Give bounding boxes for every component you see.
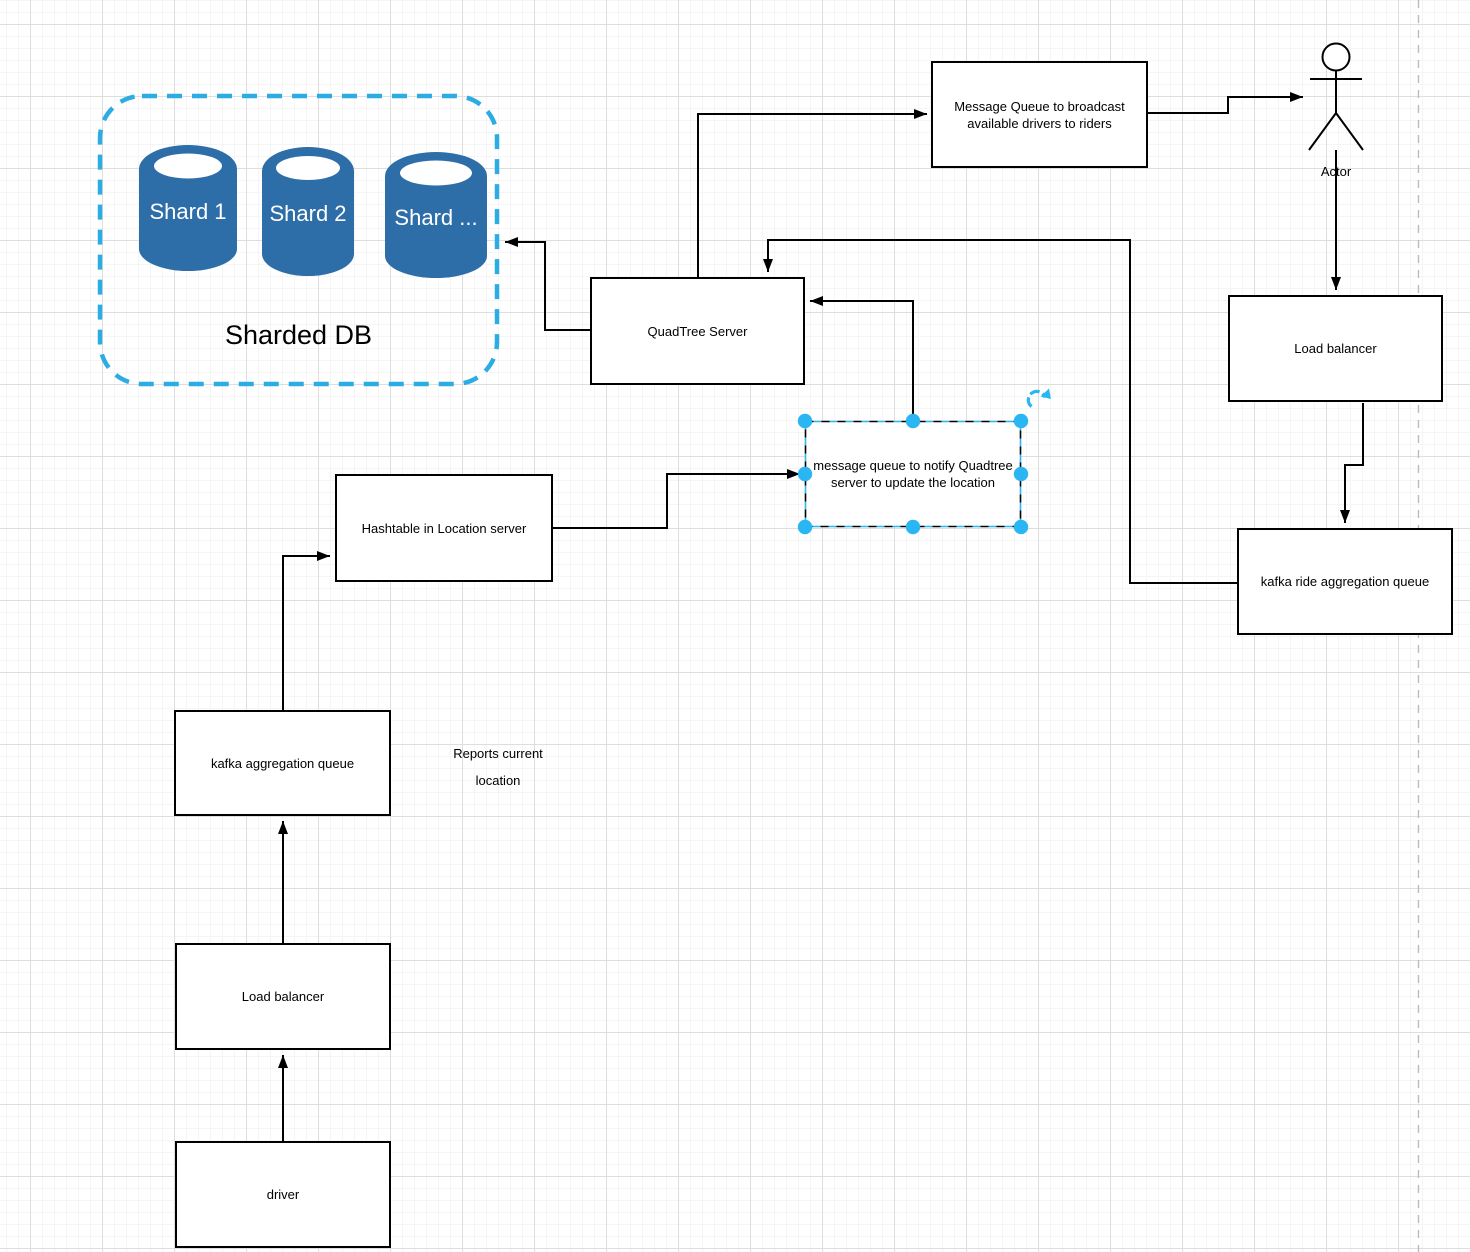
selection-handle[interactable] — [1013, 466, 1029, 482]
edge-load-balancer-right-to-kafka-ride-queue[interactable] — [1340, 403, 1364, 523]
edge-kafka-ride-queue-to-quadtree[interactable] — [763, 239, 1237, 584]
reports-current-location-label: Reports current location — [453, 746, 543, 788]
node-load-balancer-left[interactable]: Load balancer — [175, 943, 391, 1050]
node-quadtree-server-label: QuadTree Server — [647, 323, 748, 339]
rotate-handle-icon[interactable] — [1026, 388, 1051, 408]
shard-1-cylinder[interactable] — [139, 145, 237, 271]
edge-broadcast-queue-to-actor[interactable] — [1148, 92, 1303, 114]
selection-handle[interactable] — [905, 519, 921, 535]
shard-2-cylinder[interactable] — [262, 147, 354, 276]
selection-handle[interactable] — [797, 413, 813, 429]
shard-1-label: Shard 1 — [149, 199, 227, 224]
sharded-db-container[interactable] — [97, 93, 500, 387]
actor-figure[interactable] — [1308, 42, 1364, 151]
node-kafka-ride-aggregation-queue[interactable]: kafka ride aggregation queue — [1237, 528, 1453, 635]
edge-hashtable-to-notify-queue[interactable] — [553, 469, 800, 529]
shard-etc-cylinder[interactable] — [385, 152, 487, 278]
selection-handle[interactable] — [1013, 413, 1029, 429]
node-load-balancer-right-label: Load balancer — [1294, 341, 1377, 356]
shard-2-label: Shard 2 — [269, 201, 347, 226]
edge-quadtree-to-sharded-db[interactable] — [505, 237, 590, 331]
actor-label: Actor — [1320, 164, 1352, 179]
edge-quadtree-to-broadcast-queue[interactable] — [697, 109, 927, 277]
edge-notify-queue-to-quadtree[interactable] — [810, 296, 914, 421]
edge-kafka-agg-queue-to-hashtable[interactable] — [282, 551, 330, 710]
selection-handle[interactable] — [797, 519, 813, 535]
node-message-queue-notify[interactable]: message queue to notify Quadtree server … — [805, 421, 1021, 527]
node-hashtable-location-server[interactable]: Hashtable in Location server — [335, 474, 553, 582]
node-kafka-aggregation-queue[interactable]: kafka aggregation queue — [174, 710, 391, 816]
node-kafka-ride-aggregation-queue-label: kafka ride aggregation queue — [1260, 574, 1430, 589]
node-broadcast-queue-label: Message Queue to broadcast available dri… — [954, 98, 1125, 131]
selection-handle[interactable] — [905, 413, 921, 429]
node-broadcast-queue[interactable]: Message Queue to broadcast available dri… — [931, 61, 1148, 168]
shard-etc-label: Shard ... — [394, 205, 478, 230]
node-kafka-aggregation-queue-label: kafka aggregation queue — [210, 755, 355, 771]
node-hashtable-location-server-label: Hashtable in Location server — [361, 520, 527, 536]
node-message-queue-notify-label: message queue to notify Quadtree server … — [813, 458, 1013, 490]
node-quadtree-server[interactable]: QuadTree Server — [590, 277, 805, 385]
selection-handle[interactable] — [797, 466, 813, 482]
node-driver-label: driver — [266, 1187, 300, 1202]
node-load-balancer-left-label: Load balancer — [241, 989, 325, 1004]
selection-handle[interactable] — [1013, 519, 1029, 535]
node-driver[interactable]: driver — [175, 1141, 391, 1248]
node-load-balancer-right[interactable]: Load balancer — [1228, 295, 1443, 402]
sharded-db-title: Sharded DB — [224, 320, 373, 350]
